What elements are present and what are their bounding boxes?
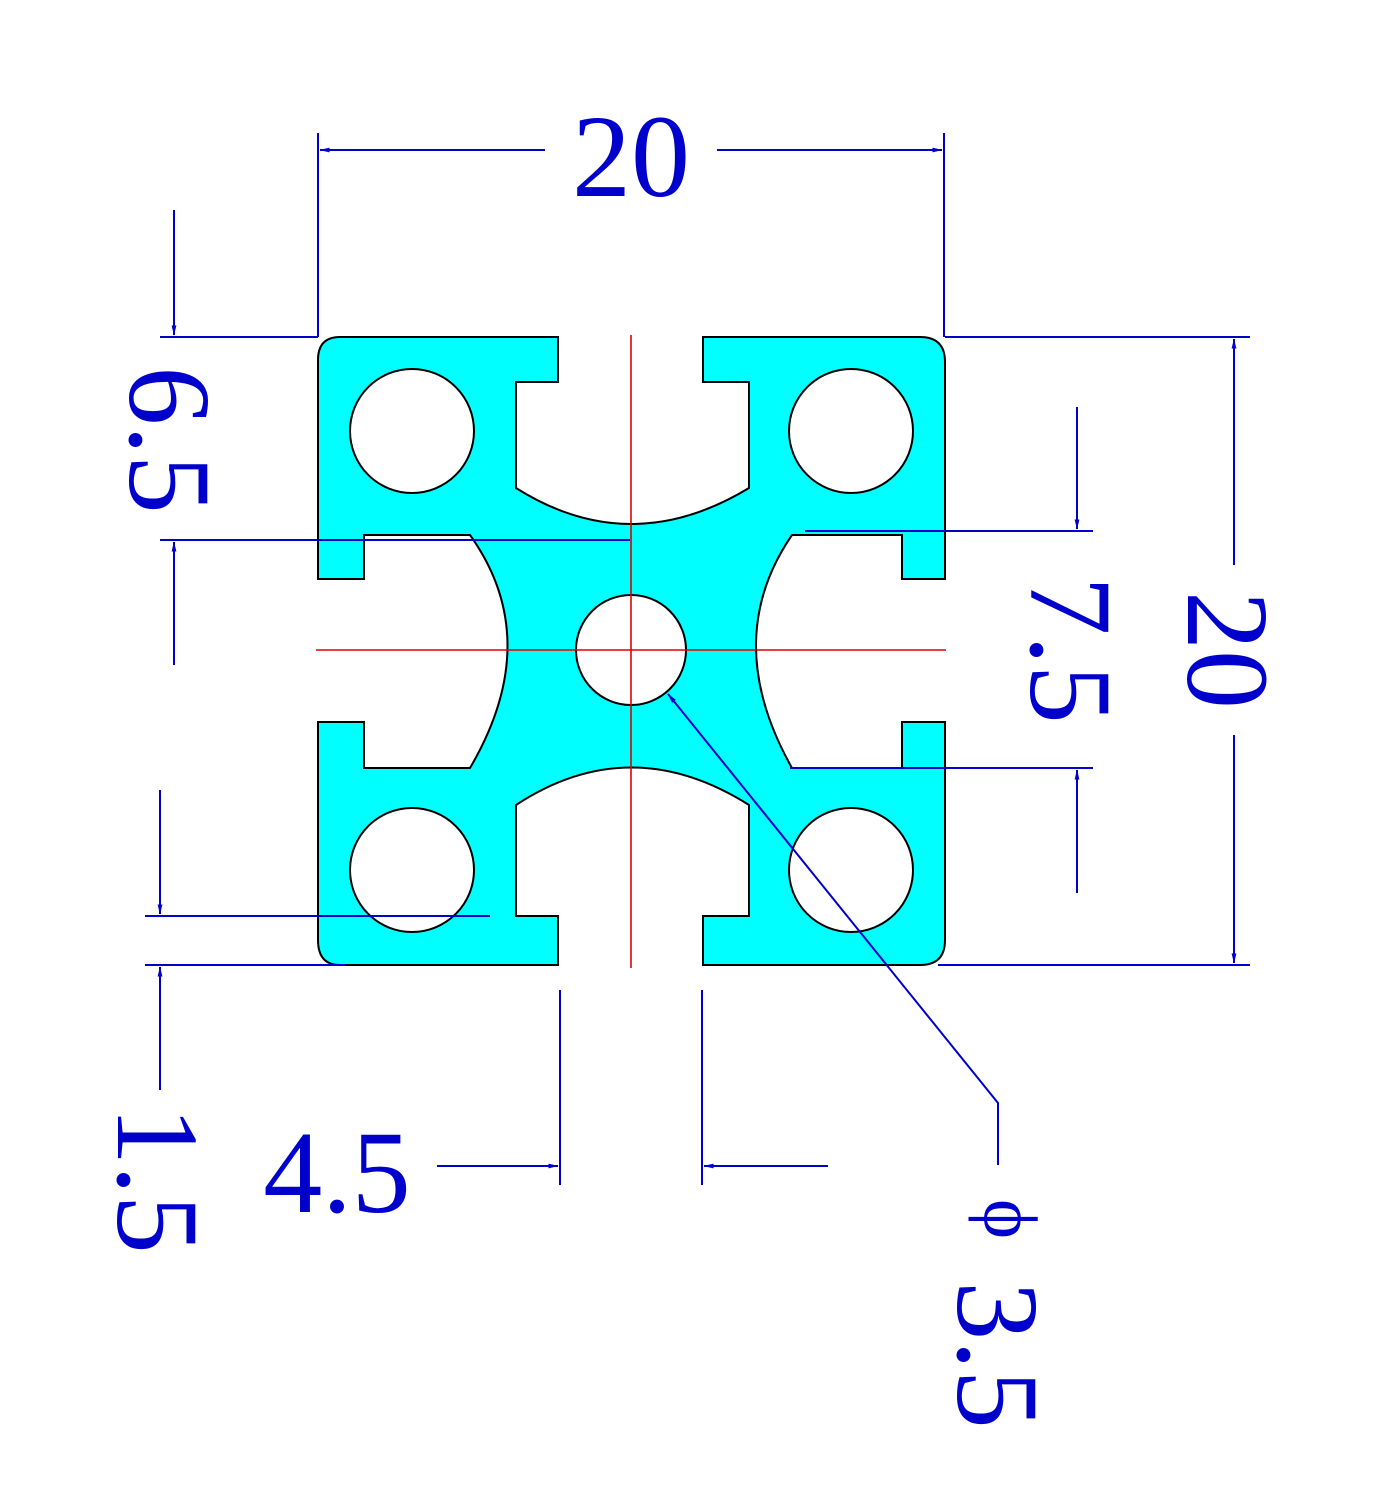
- top-width-label: 20: [572, 91, 690, 222]
- diameter-symbol: ϕ: [968, 1199, 1052, 1239]
- profile-body: [317, 336, 946, 966]
- left-slot-offset-label: 6.5: [104, 366, 235, 514]
- right-height-label: 20: [1162, 591, 1293, 709]
- right-slot-width-label: 7.5: [1005, 576, 1136, 724]
- dimension-labels: 20 20 6.5 7.5 1.5 4.5 ϕ 3.5: [92, 91, 1293, 1429]
- center-bore-label: 3.5: [932, 1281, 1063, 1429]
- dimension-lines: [145, 133, 1250, 1185]
- bottom-opening-label: 4.5: [263, 1107, 411, 1238]
- diameter-leader: [667, 693, 999, 1165]
- centerlines: [316, 335, 946, 968]
- left-wall-label: 1.5: [92, 1106, 223, 1254]
